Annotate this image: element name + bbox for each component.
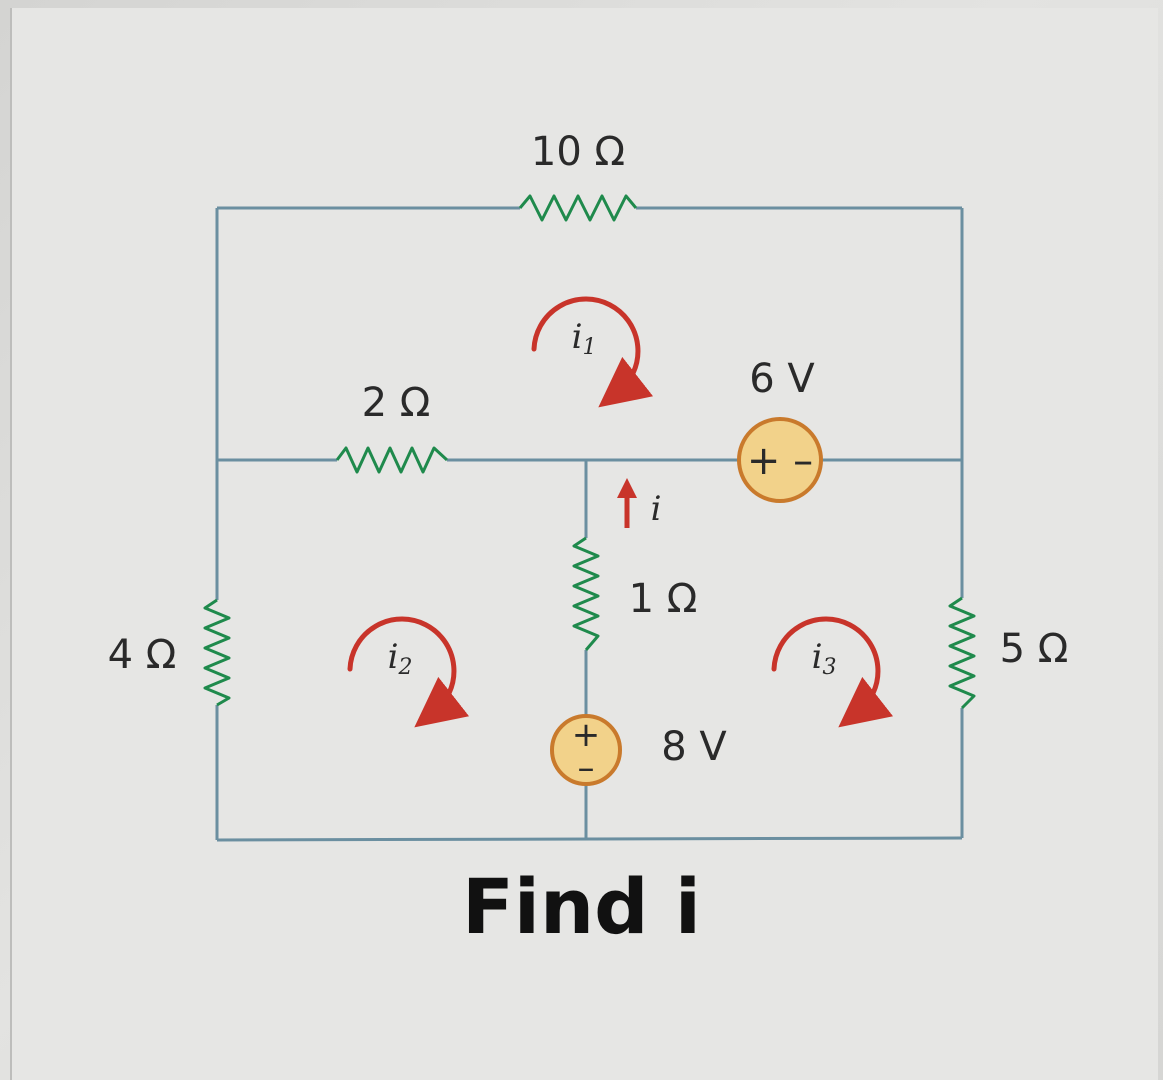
resistor-4-ohm [203, 598, 231, 707]
branch-current-label: i [651, 489, 662, 529]
loop-label-i1: i1 [572, 317, 597, 360]
label-10-ohm: 10 Ω [531, 129, 625, 175]
source-6v-polarity: + – [747, 438, 813, 484]
loop-arrow-i3 [771, 616, 894, 728]
caption-find-i: Find i [462, 862, 701, 951]
label-1-ohm: 1 Ω [629, 576, 698, 622]
loop-label-i3: i3 [812, 637, 837, 680]
resistor-10-ohm [518, 194, 638, 222]
source-8v-minus: – [578, 748, 595, 788]
resistor-5-ohm [948, 596, 976, 710]
label-2-ohm: 2 Ω [362, 380, 431, 426]
wire-bottom [216, 836, 963, 842]
resistor-1-ohm [572, 536, 600, 651]
paper-sheet [10, 8, 1158, 1080]
loop-arrow-i2 [347, 616, 470, 728]
loop-arrow-i1 [531, 296, 654, 408]
loop-label-i2: i2 [388, 637, 413, 680]
resistor-2-ohm [335, 446, 449, 474]
label-5-ohm: 5 Ω [1000, 626, 1069, 672]
voltage-source-8v: + – [550, 714, 622, 788]
wires [215, 206, 964, 842]
branch-current-arrow [617, 478, 637, 528]
label-6v: 6 V [749, 356, 815, 402]
voltage-source-6v: + – [737, 417, 823, 503]
label-4-ohm: 4 Ω [108, 632, 177, 678]
label-8v: 8 V [661, 724, 727, 770]
source-8v-plus: + [572, 715, 601, 755]
